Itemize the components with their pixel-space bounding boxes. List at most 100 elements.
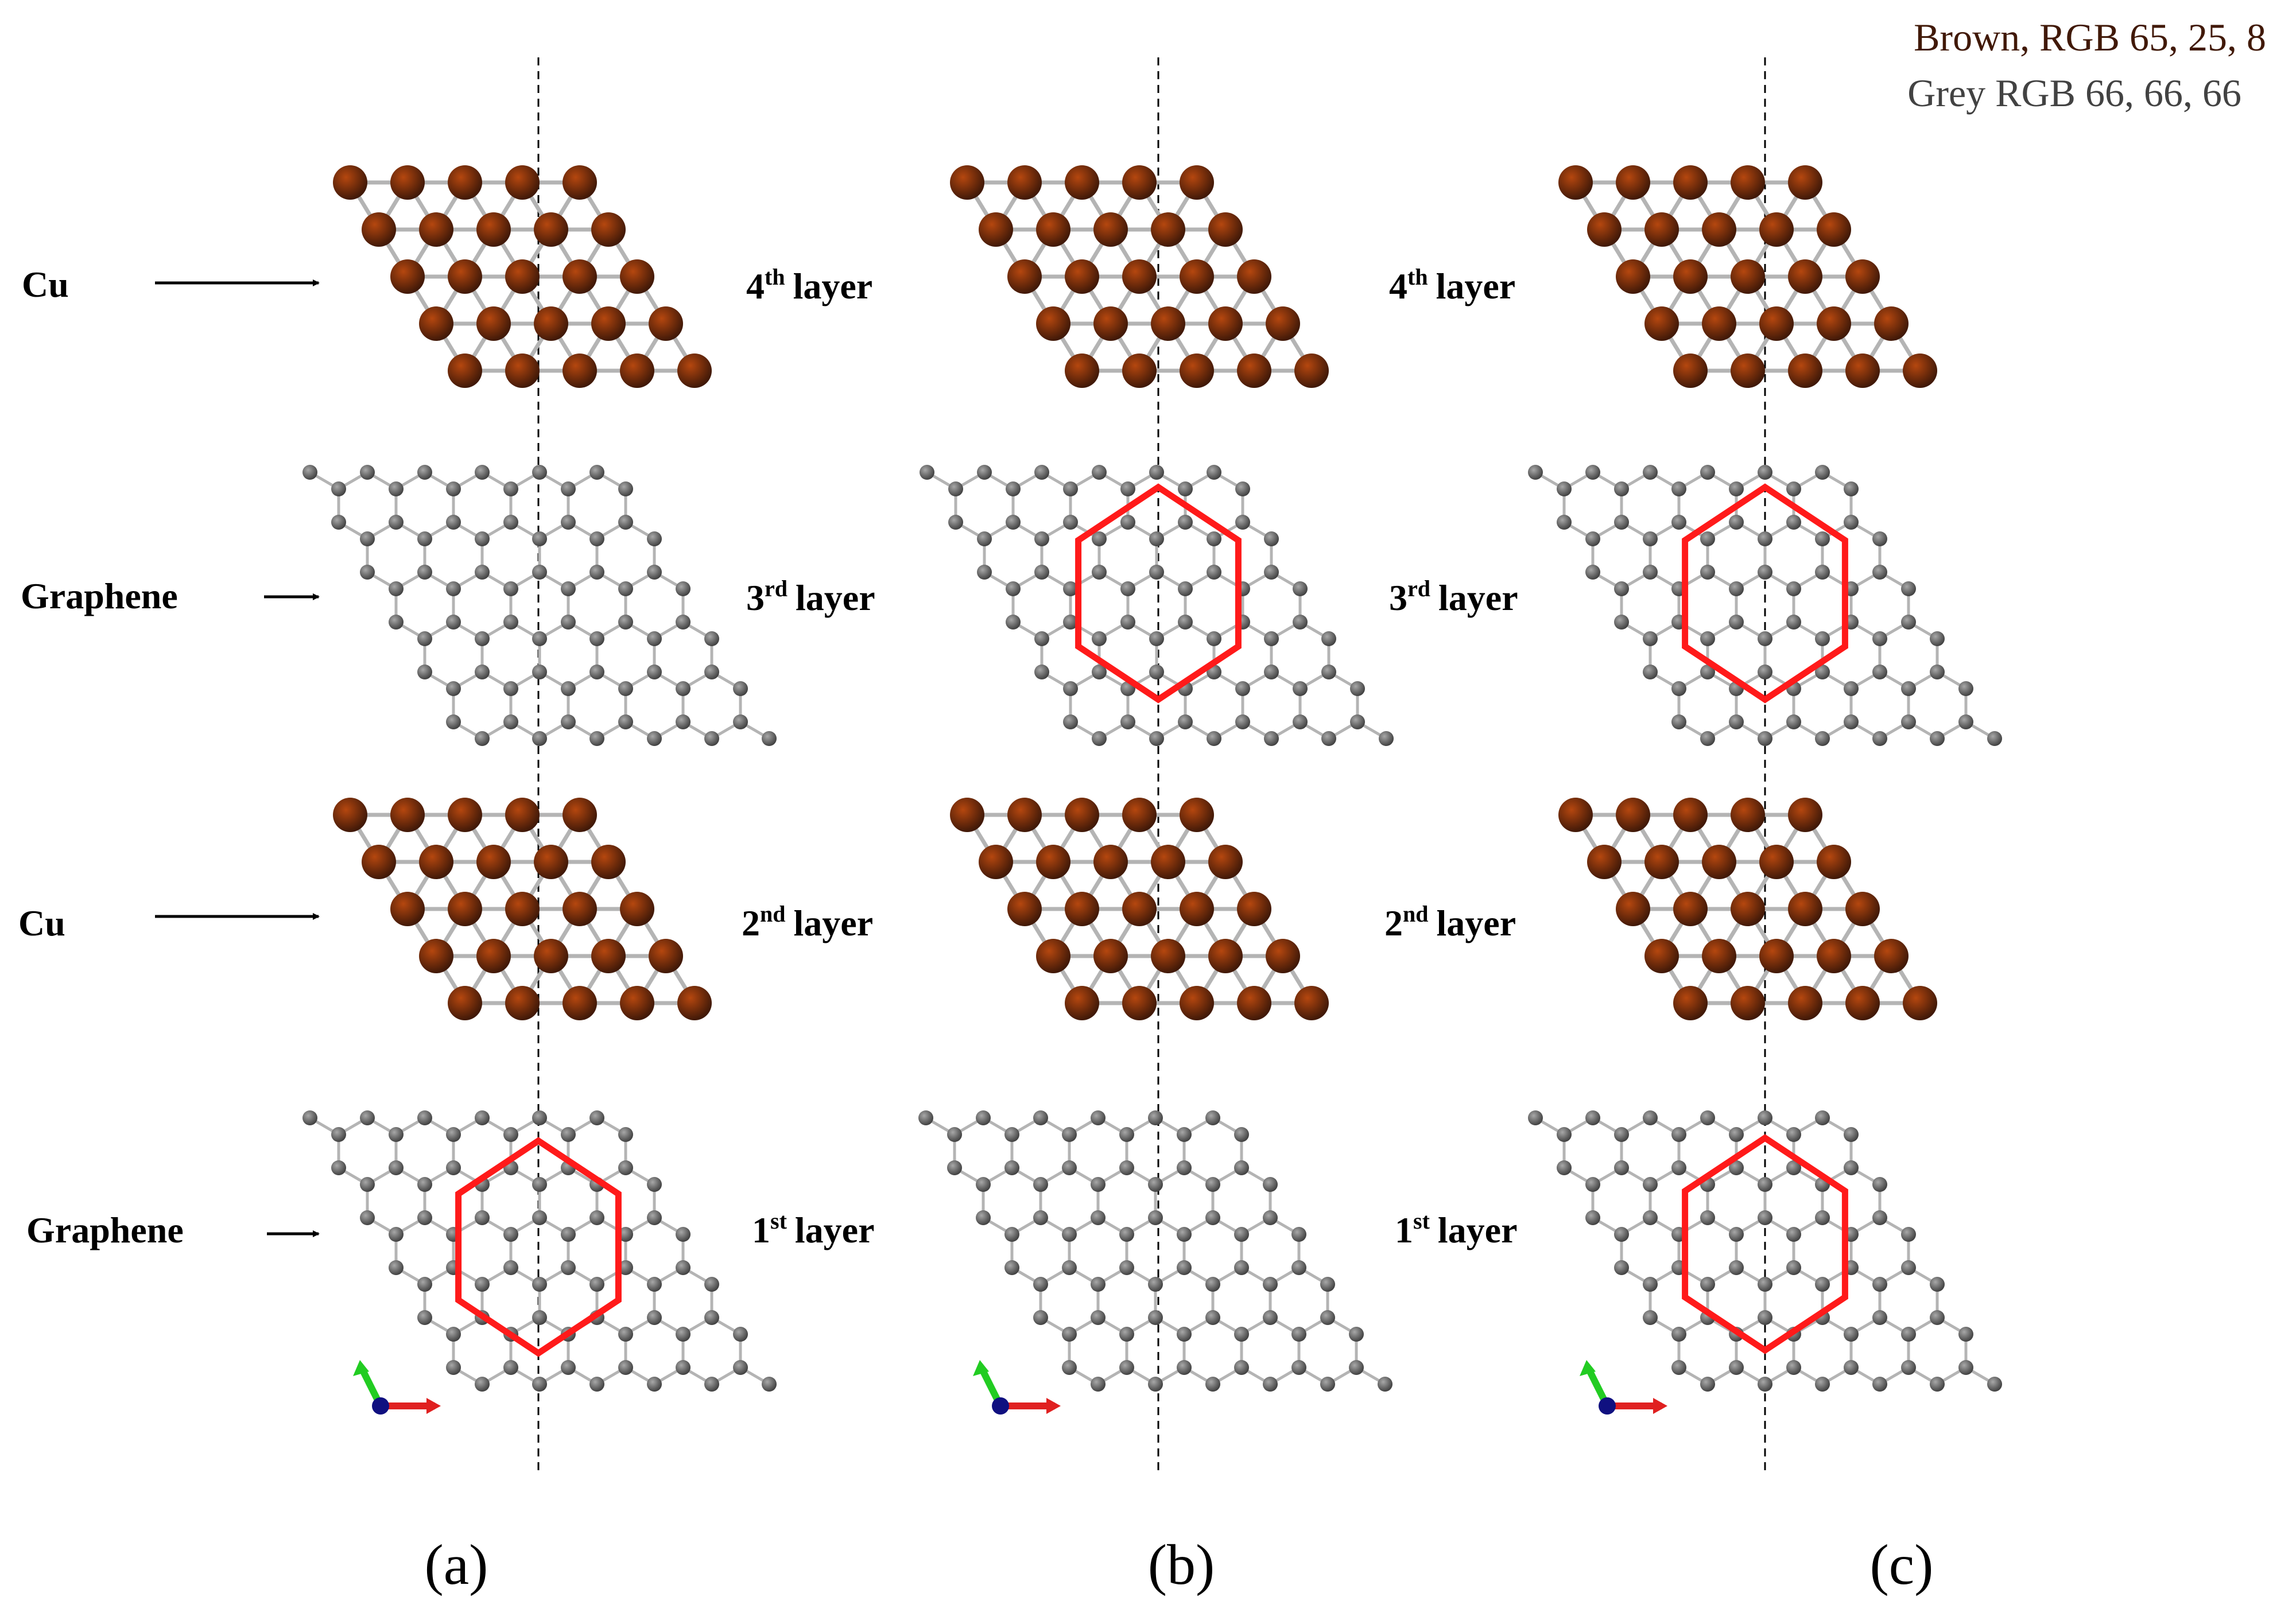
c-atom bbox=[1350, 681, 1365, 696]
cu-atom bbox=[1845, 892, 1880, 926]
c-atom bbox=[647, 1377, 662, 1392]
c-atom bbox=[1786, 1360, 1801, 1375]
c-atom bbox=[647, 731, 662, 746]
c-atom bbox=[1815, 1277, 1830, 1292]
c-atom bbox=[1205, 1210, 1220, 1225]
c-atom bbox=[1148, 1110, 1163, 1125]
cu-atom bbox=[1180, 892, 1214, 926]
cu-atom bbox=[1731, 353, 1765, 388]
c-atom bbox=[1291, 1327, 1306, 1342]
c-atom bbox=[1901, 681, 1916, 696]
cu-atom bbox=[419, 212, 453, 247]
c-atom bbox=[417, 531, 432, 546]
c-atom bbox=[1062, 1360, 1077, 1375]
cu-atom bbox=[1151, 212, 1185, 247]
legend-brown: Brown, RGB 65, 25, 8 bbox=[1914, 15, 2266, 59]
c-atom bbox=[1291, 1260, 1306, 1275]
c-atom bbox=[1350, 714, 1365, 729]
row-label-cu-bottom: Cu bbox=[18, 903, 65, 943]
c-atom bbox=[1729, 615, 1744, 630]
cu-atom bbox=[390, 892, 425, 926]
cu-atom bbox=[1093, 212, 1128, 247]
c-atom bbox=[446, 1127, 461, 1142]
cu-atom bbox=[1065, 165, 1099, 200]
cu-atom bbox=[1180, 353, 1214, 388]
c-atom bbox=[1207, 465, 1221, 480]
cu-atom bbox=[1788, 986, 1822, 1020]
c-atom bbox=[1119, 1127, 1134, 1142]
c-atom bbox=[647, 665, 662, 679]
c-atom bbox=[1872, 1277, 1887, 1292]
c-atom bbox=[1119, 1360, 1134, 1375]
c-atom bbox=[1235, 515, 1250, 530]
c-atom bbox=[1062, 1327, 1077, 1342]
cu-atom bbox=[1266, 939, 1300, 973]
axis-z bbox=[992, 1397, 1009, 1415]
c-atom bbox=[532, 731, 547, 746]
c-atom bbox=[1758, 665, 1772, 679]
cu-atom bbox=[448, 259, 482, 294]
c-atom bbox=[676, 1327, 691, 1342]
cu-atom bbox=[1065, 986, 1099, 1020]
c-atom bbox=[1091, 1110, 1106, 1125]
c-atom bbox=[618, 615, 633, 630]
c-atom bbox=[1207, 565, 1221, 580]
c-atom bbox=[417, 565, 432, 580]
c-atom bbox=[976, 1210, 991, 1225]
cu-atom bbox=[448, 165, 482, 200]
cu-atom bbox=[1673, 165, 1708, 200]
c-atom bbox=[1528, 1110, 1543, 1125]
c-atom bbox=[676, 681, 691, 696]
c-atom bbox=[1958, 681, 1973, 696]
c-atom bbox=[1585, 531, 1600, 546]
c-atom bbox=[1264, 631, 1279, 646]
lattice-2nd-1 bbox=[950, 798, 1329, 1020]
c-atom bbox=[589, 531, 604, 546]
c-atom bbox=[532, 1110, 547, 1125]
c-atom bbox=[331, 1160, 346, 1175]
cu-atom bbox=[1731, 165, 1765, 200]
c-atom bbox=[1234, 1227, 1249, 1242]
cu-atom bbox=[419, 845, 453, 879]
cu-atom bbox=[1644, 939, 1679, 973]
c-atom bbox=[1844, 481, 1859, 496]
c-atom bbox=[1729, 1227, 1744, 1242]
highlight-hexagon bbox=[1075, 483, 1242, 704]
panel-label-a: (a) bbox=[425, 1533, 488, 1596]
c-atom bbox=[1092, 731, 1107, 746]
c-atom bbox=[1120, 581, 1135, 596]
cu-atom bbox=[1616, 798, 1650, 832]
c-atom bbox=[1006, 581, 1021, 596]
c-atom bbox=[417, 1277, 432, 1292]
c-atom bbox=[1205, 1377, 1220, 1392]
c-atom bbox=[1844, 681, 1859, 696]
cu-atom bbox=[476, 845, 511, 879]
c-atom bbox=[1700, 731, 1715, 746]
c-atom bbox=[475, 1377, 490, 1392]
c-atom bbox=[1034, 665, 1049, 679]
c-atom bbox=[561, 615, 576, 630]
c-atom bbox=[1671, 1360, 1686, 1375]
c-atom bbox=[1758, 1177, 1772, 1192]
c-atom bbox=[1178, 515, 1193, 530]
c-atom bbox=[1643, 1110, 1658, 1125]
c-atom bbox=[1264, 565, 1279, 580]
c-atom bbox=[589, 565, 604, 580]
c-atom bbox=[1614, 1127, 1629, 1142]
c-atom bbox=[417, 1110, 432, 1125]
c-atom bbox=[1671, 714, 1686, 729]
cu-atom bbox=[1702, 306, 1736, 341]
cu-atom bbox=[1731, 798, 1765, 832]
cu-atom bbox=[448, 892, 482, 926]
c-atom bbox=[1148, 1377, 1163, 1392]
cu-atom bbox=[1702, 845, 1736, 879]
c-atom bbox=[1177, 1160, 1192, 1175]
c-atom bbox=[1815, 1110, 1830, 1125]
c-atom bbox=[1234, 1327, 1249, 1342]
c-atom bbox=[360, 1177, 375, 1192]
row-labels: Cu Graphene Cu Graphene bbox=[18, 264, 184, 1250]
axis-y-head bbox=[973, 1360, 989, 1376]
c-atom bbox=[1321, 631, 1336, 646]
c-atom bbox=[1758, 1210, 1772, 1225]
